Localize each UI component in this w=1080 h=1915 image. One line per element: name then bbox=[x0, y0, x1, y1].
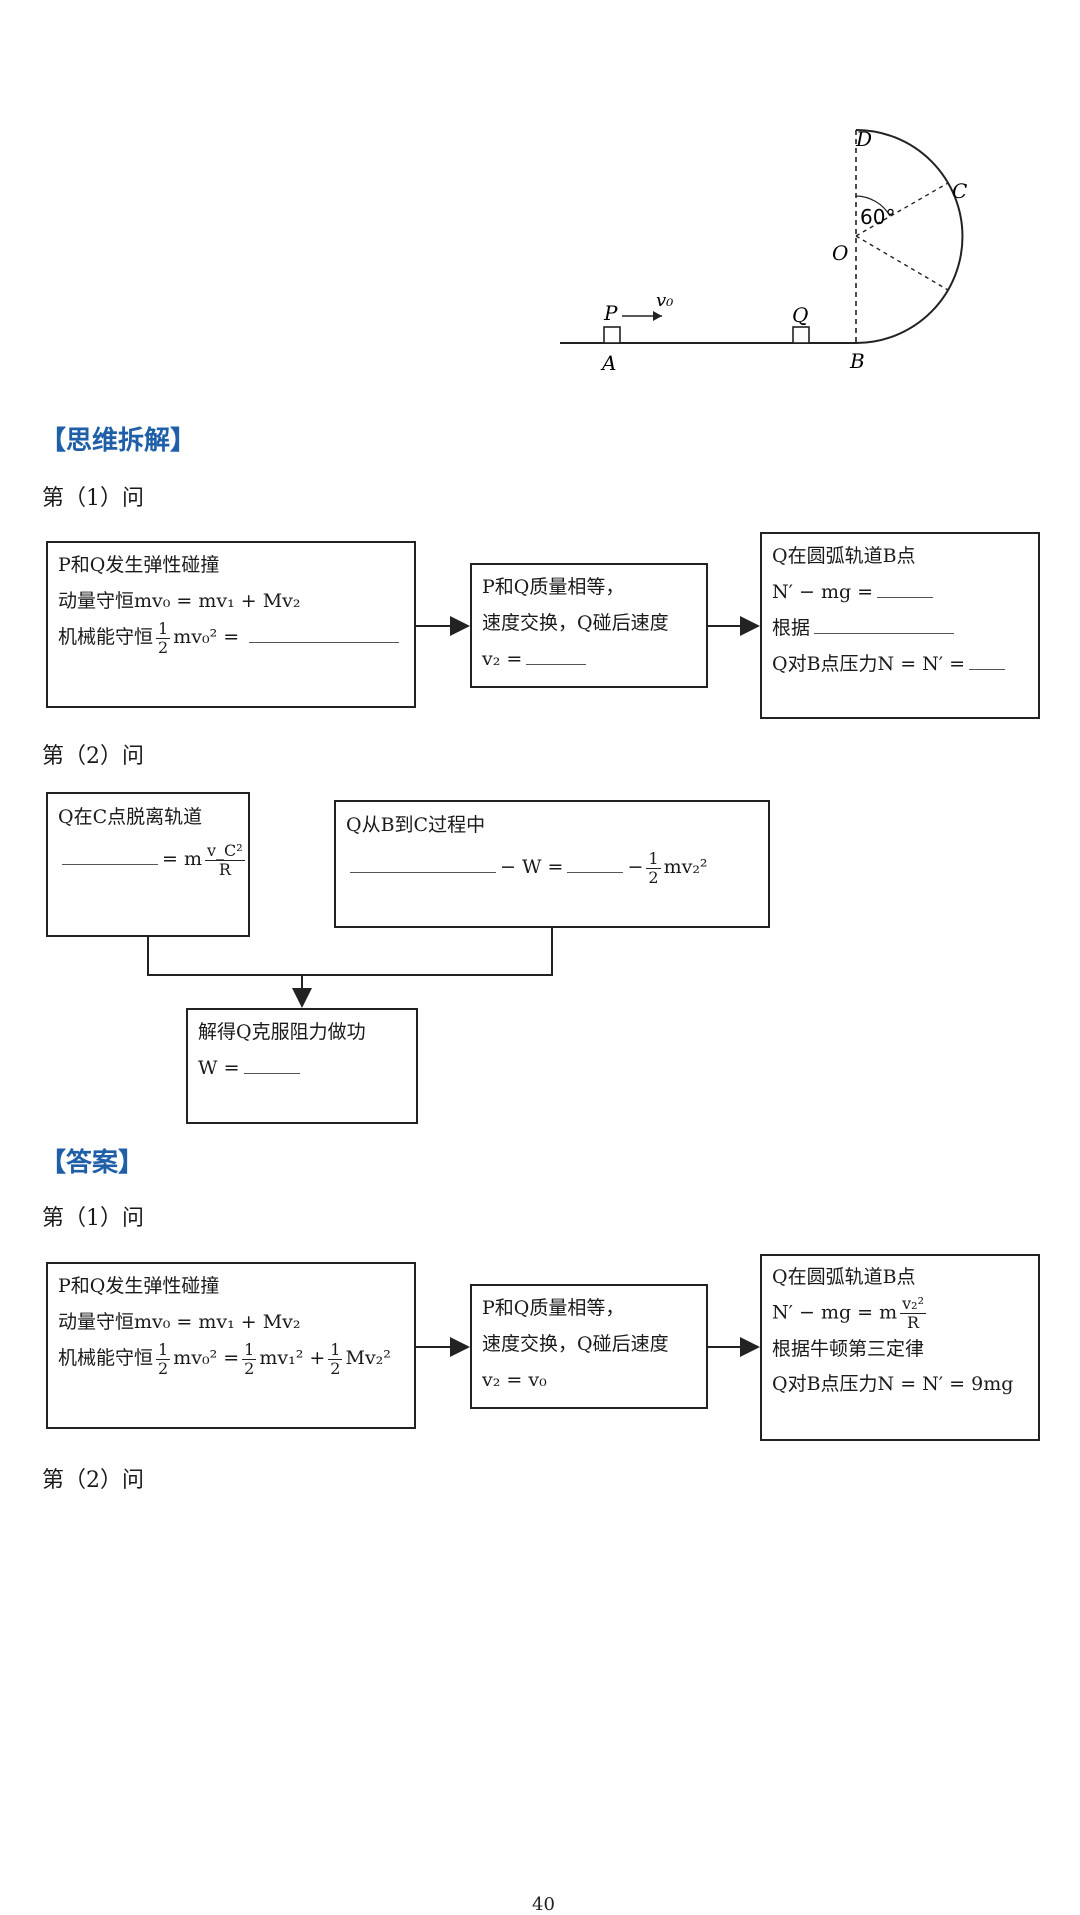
text: 动量守恒mv₀ = mv₁ + Mv₂ bbox=[58, 1311, 301, 1333]
answer-blank[interactable] bbox=[567, 852, 624, 873]
answer-blank[interactable] bbox=[62, 844, 158, 865]
label-v0: v₀ bbox=[656, 290, 673, 311]
analysis-title: 【思维拆解】 bbox=[40, 426, 197, 456]
text: 根据牛顿第三定律 bbox=[772, 1338, 925, 1360]
text: mv₂² bbox=[663, 856, 708, 878]
text: Q在圆弧轨道B点 bbox=[772, 545, 916, 567]
label-B: B bbox=[849, 349, 865, 373]
text: Q对B点压力N = N′ = bbox=[772, 653, 966, 675]
page-number: 40 bbox=[532, 1894, 555, 1915]
text: P和Q发生弹性碰撞 bbox=[58, 554, 220, 576]
text: mv₁² + bbox=[259, 1347, 326, 1369]
answer-title: 【答案】 bbox=[40, 1148, 145, 1178]
answer-blank[interactable] bbox=[526, 644, 587, 665]
text: 速度交换，Q碰后速度 bbox=[482, 612, 669, 634]
text: 速度交换，Q碰后速度 bbox=[482, 1333, 669, 1355]
label-C: C bbox=[952, 179, 967, 203]
text: 根据 bbox=[772, 617, 811, 639]
text: Q在C点脱离轨道 bbox=[58, 806, 203, 828]
question-2-answer-label: 第（2）问 bbox=[42, 1468, 144, 1493]
text: 解得Q克服阻力做功 bbox=[198, 1021, 366, 1043]
text: mv₀² = bbox=[173, 626, 240, 648]
label-angle: 60° bbox=[860, 205, 895, 229]
analysis-q1-velocity-box: P和Q质量相等， 速度交换，Q碰后速度 v₂ = bbox=[470, 563, 708, 688]
answer-q1-velocity-box: P和Q质量相等， 速度交换，Q碰后速度 v₂ = v₀ bbox=[470, 1284, 708, 1409]
text: Q对B点压力N = N′ = 9mg bbox=[772, 1373, 1014, 1395]
text: N′ − mg = bbox=[772, 581, 874, 603]
answer-blank[interactable] bbox=[969, 649, 1006, 670]
label-O: O bbox=[832, 241, 848, 265]
text: Mv₂² bbox=[345, 1347, 391, 1369]
text: N′ − mg = m bbox=[772, 1301, 898, 1324]
text: − bbox=[627, 856, 644, 878]
analysis-q2-result-box: 解得Q克服阻力做功 W = bbox=[186, 1008, 418, 1124]
analysis-q1-force-box: Q在圆弧轨道B点 N′ − mg = 根据 Q对B点压力N = N′ = bbox=[760, 532, 1040, 719]
answer-blank[interactable] bbox=[877, 577, 934, 598]
answer-blank[interactable] bbox=[814, 613, 955, 634]
text: 动量守恒mv₀ = mv₁ + Mv₂ bbox=[58, 590, 301, 612]
label-P: P bbox=[603, 301, 618, 325]
text: Q从B到C过程中 bbox=[346, 814, 486, 836]
track-figure: D C O B A P Q v₀ 60° bbox=[560, 127, 967, 375]
answer-blank[interactable] bbox=[243, 1053, 300, 1074]
text: P和Q质量相等， bbox=[482, 576, 625, 598]
text: mv₀² = bbox=[173, 1347, 240, 1369]
label-Q: Q bbox=[792, 303, 808, 327]
label-D: D bbox=[855, 127, 872, 151]
text: = m bbox=[162, 848, 202, 870]
text: P和Q发生弹性碰撞 bbox=[58, 1275, 220, 1297]
text: Q在圆弧轨道B点 bbox=[772, 1266, 916, 1288]
label-A: A bbox=[600, 351, 616, 375]
text: W = bbox=[198, 1057, 240, 1079]
text: P和Q质量相等， bbox=[482, 1297, 625, 1319]
text: v₂ = v₀ bbox=[482, 1369, 547, 1391]
answer-blank[interactable] bbox=[249, 622, 400, 643]
question-1-label: 第（1）问 bbox=[42, 486, 144, 511]
text: 机械能守恒 bbox=[58, 1347, 154, 1369]
answer-blank[interactable] bbox=[350, 852, 496, 873]
question-2-label: 第（2）问 bbox=[42, 744, 144, 769]
text: v₂ = bbox=[482, 648, 523, 670]
text: 机械能守恒 bbox=[58, 626, 154, 648]
question-1-answer-label: 第（1）问 bbox=[42, 1206, 144, 1231]
text: − W = bbox=[500, 856, 564, 878]
